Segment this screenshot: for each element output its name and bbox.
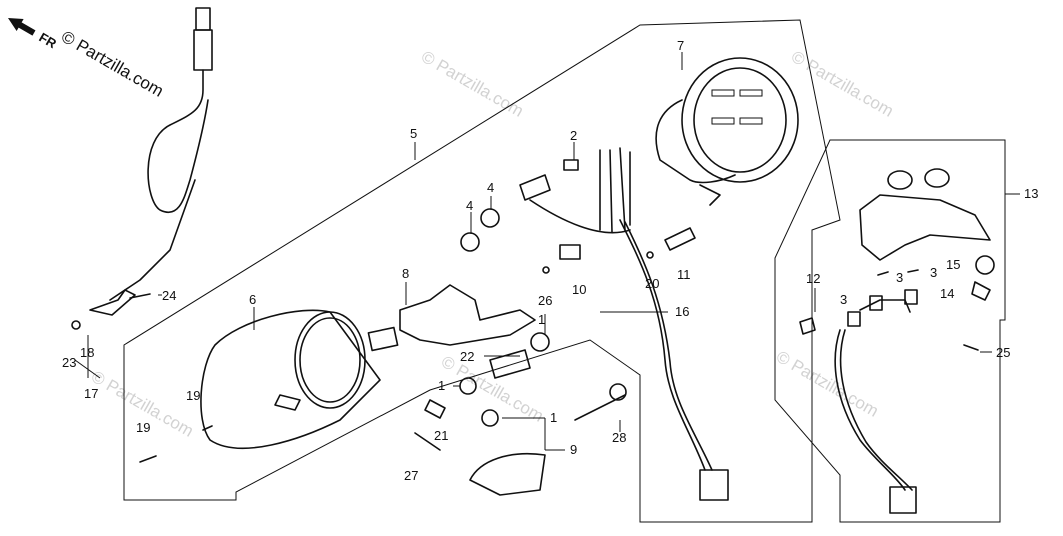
callout-17: 17 [84,386,98,401]
callout-2: 2 [570,128,577,143]
callout-5: 5 [410,126,417,141]
fasteners [71,159,696,496]
assembly-box-13 [774,139,1006,523]
leader-lines [74,52,1020,451]
watermark: © Partzilla.com [438,352,547,426]
callout-labels: 5 7 2 4 4 8 6 26 10 20 11 1 22 1 1 9 21 … [62,38,1038,483]
front-indicator: FR © Partzilla.com [8,18,167,101]
speedometer-cable [89,7,213,316]
callout-3c: 3 [840,292,847,307]
speedometer [655,57,799,206]
meter-bracket-8 [367,284,536,352]
callout-10: 10 [572,282,586,297]
callout-20: 20 [645,276,659,291]
callout-3a: 3 [896,270,903,285]
callout-4b: 4 [466,198,473,213]
callout-1c: 1 [550,410,557,425]
front-label: FR [37,30,60,52]
callout-11: 11 [677,267,691,282]
callout-6: 6 [249,292,256,307]
indicator-unit-13 [799,168,995,514]
front-arrow-icon [8,18,36,36]
assembly-box-5 [123,19,841,523]
callout-25: 25 [996,345,1010,360]
callout-3b: 3 [930,265,937,280]
meter-case-6 [200,309,381,450]
callout-21: 21 [434,428,448,443]
callout-19a: 19 [186,388,200,403]
callout-9: 9 [570,442,577,457]
callout-28: 28 [612,430,626,445]
callout-14: 14 [940,286,954,301]
callout-1a: 1 [538,312,545,327]
watermark: © Partzilla.com [773,347,882,421]
watermark: © Partzilla.com [788,47,897,121]
callout-27: 27 [404,468,418,483]
callout-19b: 19 [136,420,150,435]
callout-16: 16 [675,304,689,319]
callout-12: 12 [806,271,820,286]
callout-26: 26 [538,293,552,308]
callout-18: 18 [80,345,94,360]
callout-24: 24 [162,288,176,303]
wire-harness-16 [529,147,729,501]
callout-15: 15 [946,257,960,272]
callout-13: 13 [1024,186,1038,201]
watermark: © Partzilla.com [418,47,527,121]
brand-watermark: © Partzilla.com [58,27,167,101]
callout-1b: 1 [438,378,445,393]
callout-23: 23 [62,355,76,370]
callout-4a: 4 [487,180,494,195]
callout-22: 22 [460,349,474,364]
callout-7: 7 [677,38,684,53]
callout-8: 8 [402,266,409,281]
